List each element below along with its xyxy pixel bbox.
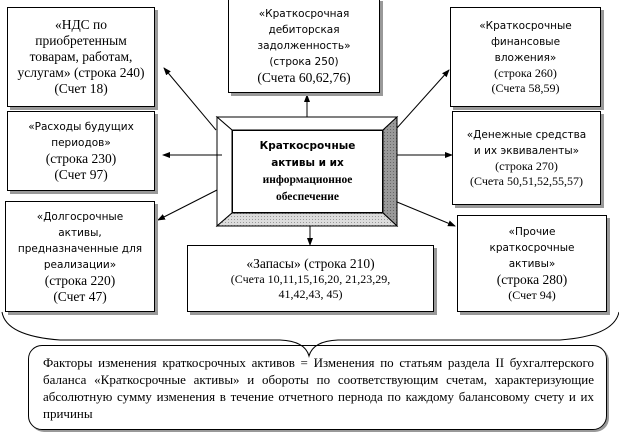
- box-text: и их эквиваленты»: [473, 145, 580, 157]
- box-text: (строка 280): [496, 272, 568, 287]
- factors-box: Факторы изменения краткосрочных активов …: [28, 345, 607, 430]
- box-text: реализации»: [43, 258, 117, 271]
- box-text: (Счета 50,51,52,55,57): [470, 174, 583, 188]
- box-receivables: «Краткосрочная дебиторская задолженность…: [228, 0, 380, 93]
- box-deferred: «Расходы будущих периодов» (строка 230) …: [7, 111, 155, 191]
- box-text: (Счет 94): [508, 288, 556, 302]
- box-longterm: «Долгосрочные активы, предназначенные дл…: [5, 201, 155, 312]
- box-text: «Долгосрочные: [36, 210, 124, 223]
- box-text: (Счет 18): [54, 81, 108, 96]
- box-text: «Расходы будущих: [28, 121, 134, 133]
- box-text: (строка 270): [495, 159, 558, 173]
- box-cash: «Денежные средства и их эквиваленты» (ст…: [452, 111, 601, 205]
- box-text: активы,: [58, 226, 102, 239]
- box-text: (Счет 97): [54, 167, 108, 182]
- box-text: краткосрочные: [489, 242, 575, 254]
- box-vat: «НДС по приобретенным товарам, работам, …: [7, 7, 155, 107]
- center-box: Краткосрочные активы и их информационное…: [232, 130, 383, 213]
- box-text: дебиторская: [268, 23, 340, 36]
- box-text: вложения»: [494, 52, 557, 64]
- center-line: обеспечение: [275, 190, 340, 203]
- box-text: финансовые: [490, 36, 561, 48]
- box-text: (строка 230): [45, 151, 117, 166]
- box-text: 41,42,43, 45): [278, 286, 343, 301]
- box-text: (Счета 58,59): [491, 81, 560, 95]
- brace: [1, 311, 619, 358]
- box-text: (строка 250): [269, 55, 339, 68]
- box-text: (строка 220): [44, 272, 116, 288]
- box-text: «Денежные средства: [466, 129, 587, 141]
- box-text: товарам, работам,: [29, 49, 133, 64]
- box-text: (строка 260): [494, 66, 557, 80]
- arrows: [157, 67, 456, 246]
- box-text: активы»: [508, 258, 556, 270]
- box-inventory: «Запасы» (строка 210) (Счета 10,11,15,16…: [187, 245, 434, 312]
- center-line: Краткосрочные: [259, 139, 356, 152]
- box-text: (Счета 60,62,76): [257, 69, 351, 85]
- box-text: (Счет 47): [53, 288, 107, 304]
- center-line: информационное: [262, 173, 353, 186]
- center-bevel: [215, 115, 399, 228]
- box-text: периодов»: [51, 137, 111, 149]
- box-text: «Прочие: [508, 226, 556, 238]
- box-text: (Счета 10,11,15,16,20, 21,23,29,: [230, 271, 391, 286]
- box-text: «Краткосрочные: [479, 20, 572, 32]
- box-text: приобретенным: [35, 33, 127, 48]
- box-text: «Запасы» (строка 210): [246, 255, 375, 271]
- center-line: активы и их: [271, 156, 344, 169]
- box-text: «НДС по: [54, 17, 108, 32]
- box-investments: «Краткосрочные финансовые вложения» (стр…: [450, 7, 601, 107]
- box-other: «Прочие краткосрочные активы» (строка 28…: [457, 215, 607, 312]
- box-text: «Краткосрочная: [258, 7, 350, 20]
- box-text: услугам» (строка 240): [17, 65, 145, 80]
- box-text: предназначенные для: [17, 242, 143, 255]
- box-text: задолженность»: [257, 39, 351, 52]
